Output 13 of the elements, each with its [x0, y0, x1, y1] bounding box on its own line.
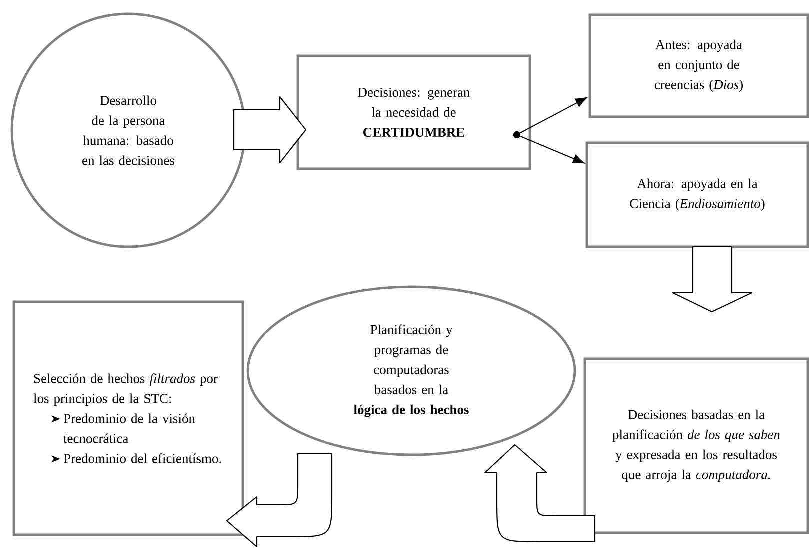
process-box: Decisiones: generan la necesidad de CERTIDUMBRE: [296, 54, 532, 170]
block-arrow: [484, 444, 596, 543]
arrow: [520, 136, 584, 164]
text-box: Ahora: apoyada en la Ciencia (Endiosamiento): [586, 142, 809, 248]
text-box: Selección de hechos filtrados por los principios de la STC: Predominio de la visión tecnocrática Predominio del eficientísmo.: [12, 300, 244, 536]
block-arrow: [672, 246, 753, 313]
block-arrow: [226, 453, 333, 548]
circle-node: Desarrollo de la persona humana: basado en las decisiones: [10, 12, 246, 248]
block-arrow: [233, 96, 307, 164]
arrow: [520, 97, 588, 134]
text-box: Decisiones basadas en la planificación de los que saben y expresada en los resultados que arroja la computadora.: [584, 358, 809, 534]
text-box: Antes: apoyada en conjunto de creencias (Dios): [588, 14, 809, 118]
ellipse-node: Planificación y programas de computadoras basados en la lógica de los hechos: [246, 286, 576, 456]
